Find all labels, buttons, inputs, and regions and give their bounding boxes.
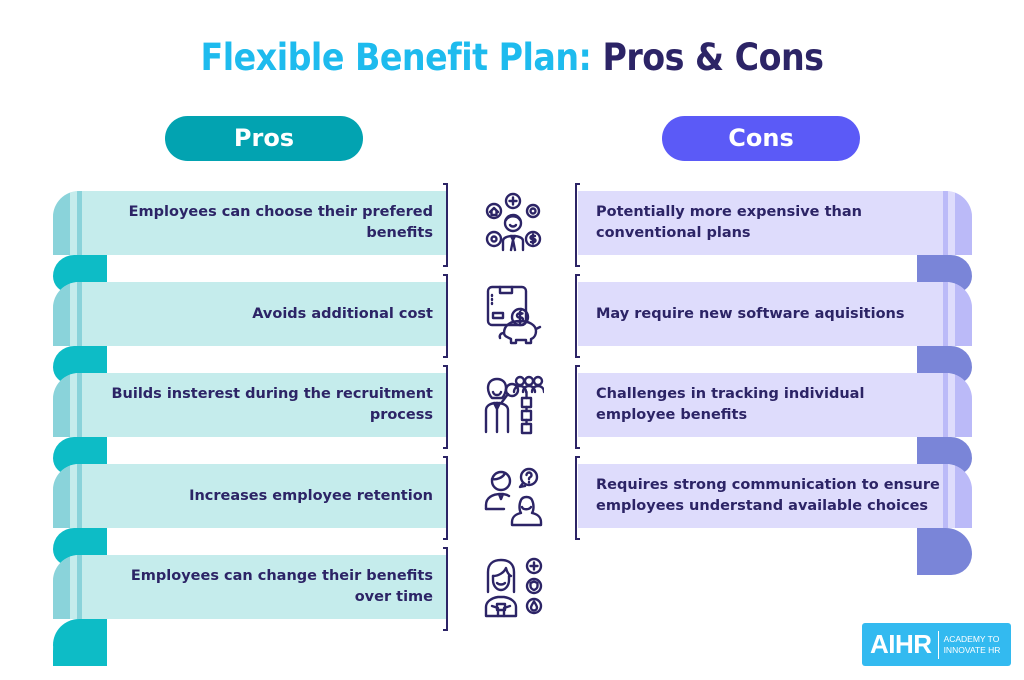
cons-header-pill: Cons: [662, 116, 860, 161]
bracket-divider: [443, 547, 448, 631]
pros-item-text: Employees can choose their prefered bene…: [128, 204, 433, 241]
bracket-divider: [575, 274, 580, 358]
pros-item-text: Increases employee retention: [189, 487, 433, 504]
cons-item-text: May require new software aquisitions: [596, 305, 905, 322]
bracket-divider: [443, 365, 448, 449]
pros-item: Employees can choose their prefered bene…: [53, 191, 446, 255]
title-part-dark: Pros & Cons: [602, 36, 824, 79]
bracket-divider: [575, 183, 580, 267]
cons-ribbon-curl: [917, 528, 972, 575]
title-part-accent: Flexible Benefit Plan:: [200, 36, 592, 79]
pros-item-text: Employees can change their benefits over…: [130, 568, 433, 605]
pros-item: Avoids additional cost: [53, 282, 446, 346]
logo-separator: [937, 630, 939, 659]
pros-item: Employees can change their benefits over…: [53, 555, 446, 619]
cons-item: Challenges in tracking individual employ…: [578, 373, 972, 437]
pros-ribbon-curl: [53, 619, 107, 666]
aihr-logo: AIHR ACADEMY TO INNOVATE HR: [862, 623, 1011, 666]
bracket-divider: [575, 365, 580, 449]
conversation-question-icon: [484, 467, 543, 527]
employee-benefit-options-icon: [484, 557, 543, 618]
logo-tagline: ACADEMY TO INNOVATE HR: [944, 634, 1001, 656]
bracket-divider: [443, 274, 448, 358]
bracket-divider: [443, 456, 448, 540]
savings-piggy-bank-icon: [486, 285, 542, 345]
logo-tagline-line1: ACADEMY TO: [943, 633, 1000, 644]
page-title: Flexible Benefit Plan: Pros & Cons: [0, 36, 1024, 79]
pros-item-text: Avoids additional cost: [252, 305, 433, 322]
cons-item: May require new software aquisitions: [578, 282, 972, 346]
recruiter-org-chart-icon: [484, 375, 544, 435]
pros-item: Increases employee retention: [53, 464, 446, 528]
bracket-divider: [443, 183, 448, 267]
cons-item-text: Potentially more expensive than conventi…: [596, 204, 862, 241]
cons-item: Requires strong communication to ensure …: [578, 464, 972, 528]
employee-choices-icon: [485, 192, 542, 252]
pros-item: Builds insterest during the recruitment …: [53, 373, 446, 437]
cons-item-text: Challenges in tracking individual employ…: [596, 386, 865, 423]
pros-item-text: Builds insterest during the recruitment …: [111, 386, 433, 423]
logo-tagline-line2: INNOVATE HR: [943, 644, 1001, 655]
logo-brand: AIHR: [870, 629, 932, 659]
cons-item-text: Requires strong communication to ensure …: [596, 477, 940, 514]
cons-item: Potentially more expensive than conventi…: [578, 191, 972, 255]
bracket-divider: [575, 456, 580, 540]
pros-header-pill: Pros: [165, 116, 363, 161]
